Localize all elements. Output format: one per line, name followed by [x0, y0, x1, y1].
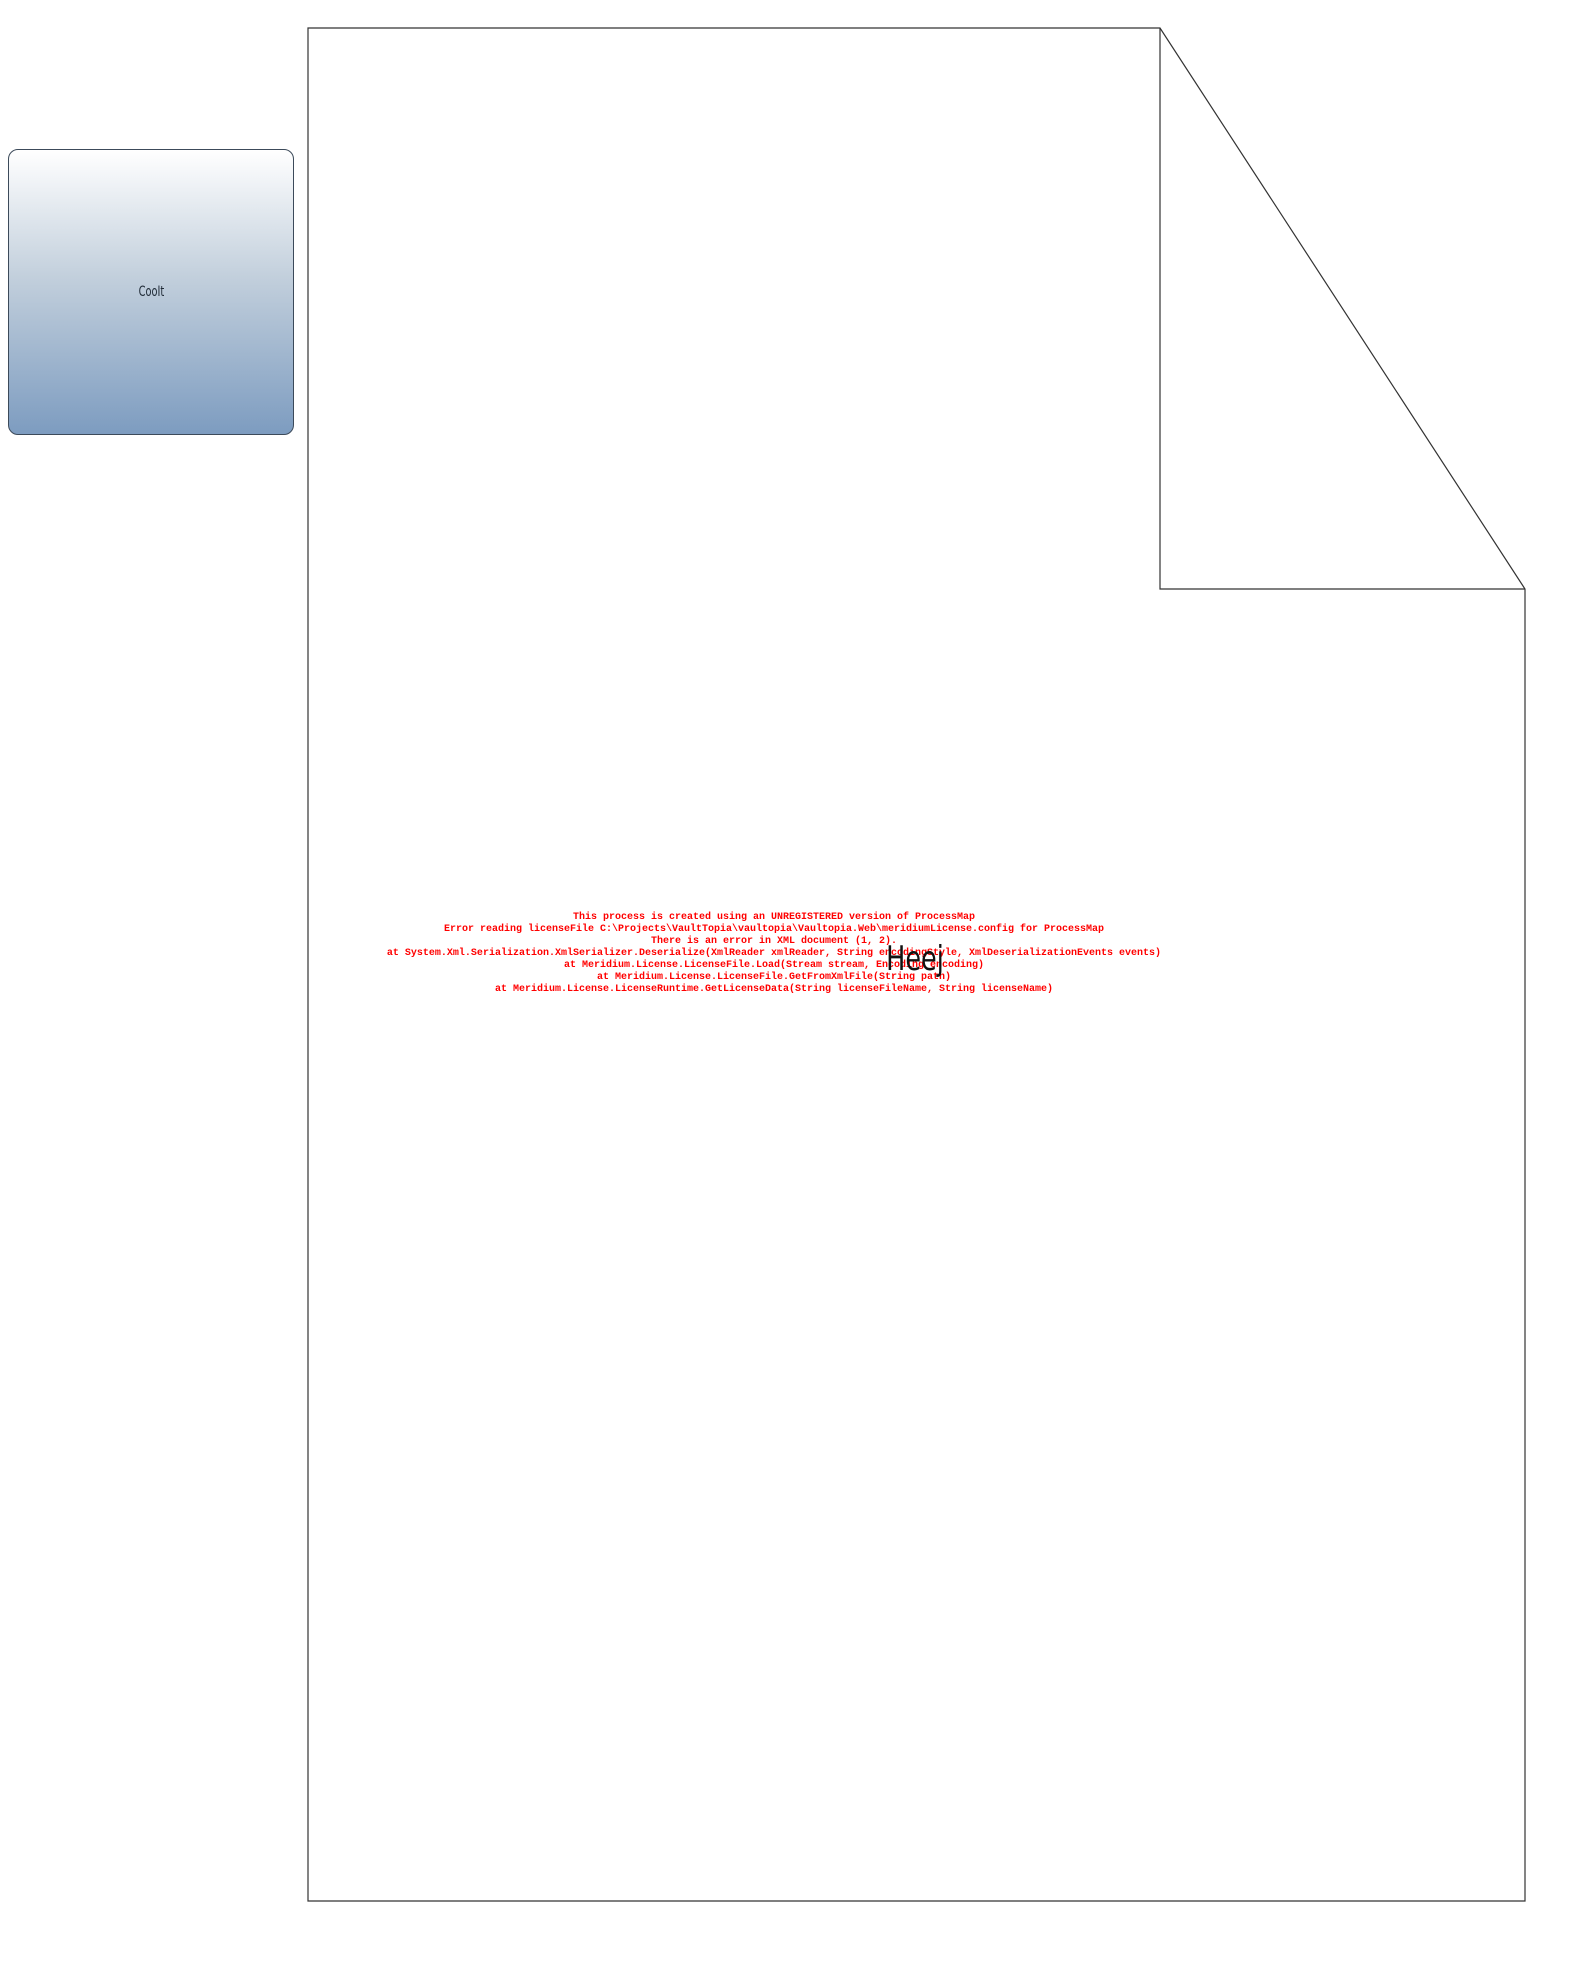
document-shape[interactable]	[307, 27, 1526, 1902]
task-box-coolt[interactable]: CooIt	[8, 149, 294, 435]
task-label: CooIt	[138, 284, 164, 300]
watermark-line: Error reading licenseFile C:\Projects\Va…	[443, 924, 1105, 935]
watermark-line: at Meridium.License.LicenseFile.Load(Str…	[563, 960, 985, 971]
document-fold	[1159, 28, 1525, 590]
unregistered-watermark: This process is created using an UNREGIS…	[308, 912, 1240, 996]
document-label: Heej	[886, 939, 944, 979]
watermark-line: There is an error in XML document (1, 2)…	[650, 936, 898, 947]
watermark-line: This process is created using an UNREGIS…	[572, 912, 976, 923]
watermark-line: at Meridium.License.LicenseRuntime.GetLi…	[494, 984, 1054, 995]
watermark-line: at System.Xml.Serialization.XmlSerialize…	[386, 948, 1162, 959]
watermark-line: at Meridium.License.LicenseFile.GetFromX…	[596, 972, 952, 983]
